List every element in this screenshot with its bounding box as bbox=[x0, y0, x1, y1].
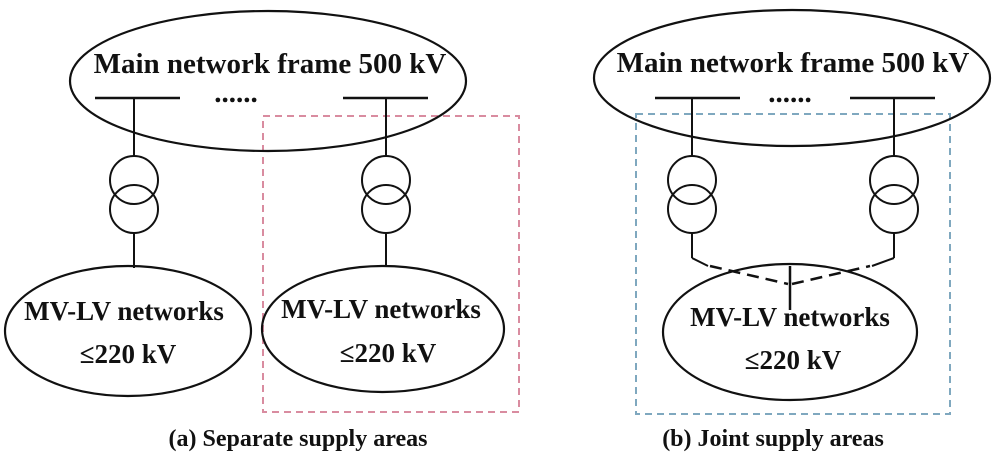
panel-b-mvlv-ellipse bbox=[661, 262, 919, 402]
panel-b-ellipsis: ...... bbox=[768, 77, 812, 109]
panel-b-dashed-box bbox=[635, 113, 951, 415]
panel-a-transformer-right-winding-2 bbox=[361, 184, 411, 234]
panel-b-tie-line-right bbox=[791, 264, 871, 286]
panel-a-caption: (a) Separate supply areas bbox=[169, 426, 428, 452]
panel-a-transformer-right-winding-1 bbox=[361, 155, 411, 205]
panel-b-mvlv-line2: ≤220 kV bbox=[745, 345, 842, 375]
panel-b-transformer-right-winding-2 bbox=[869, 184, 919, 234]
panel-a-mvlv-right-line1: MV-LV networks bbox=[281, 294, 481, 324]
panel-a-transformer-left-winding-1 bbox=[109, 155, 159, 205]
panel-b-main-network-label: Main network frame 500 kV bbox=[617, 47, 970, 79]
panel-a: Main network frame 500 kV ...... MV-LV n… bbox=[3, 9, 520, 452]
panel-b-transformer-right-winding-1 bbox=[869, 155, 919, 205]
panel-b-feeder-right-link bbox=[871, 257, 895, 267]
panel-a-mvlv-right-line2: ≤220 kV bbox=[340, 338, 437, 368]
panel-b-transformer-left-winding-1 bbox=[667, 155, 717, 205]
panel-b-main-network-ellipse bbox=[592, 8, 992, 148]
panel-a-transformer-left-winding-2 bbox=[109, 184, 159, 234]
panel-b-caption: (b) Joint supply areas bbox=[662, 426, 884, 452]
panel-b: Main network frame 500 kV ...... MV-LV n… bbox=[592, 8, 992, 452]
panel-a-mvlv-left-line2: ≤220 kV bbox=[80, 339, 177, 369]
panel-b-mvlv-line1: MV-LV networks bbox=[690, 302, 890, 332]
panel-a-ellipsis: ...... bbox=[214, 77, 258, 109]
panel-b-transformer-left-winding-2 bbox=[667, 184, 717, 234]
panel-a-mvlv-ellipse-left bbox=[3, 264, 253, 398]
panel-a-mvlv-left-line1: MV-LV networks bbox=[24, 296, 224, 326]
panel-a-main-network-label: Main network frame 500 kV bbox=[94, 48, 447, 80]
panel-b-tie-line-left bbox=[709, 264, 789, 286]
panel-a-main-network-ellipse bbox=[68, 9, 468, 153]
panel-a-mvlv-ellipse-right bbox=[260, 264, 506, 394]
panel-b-feeder-left-link bbox=[691, 257, 709, 267]
